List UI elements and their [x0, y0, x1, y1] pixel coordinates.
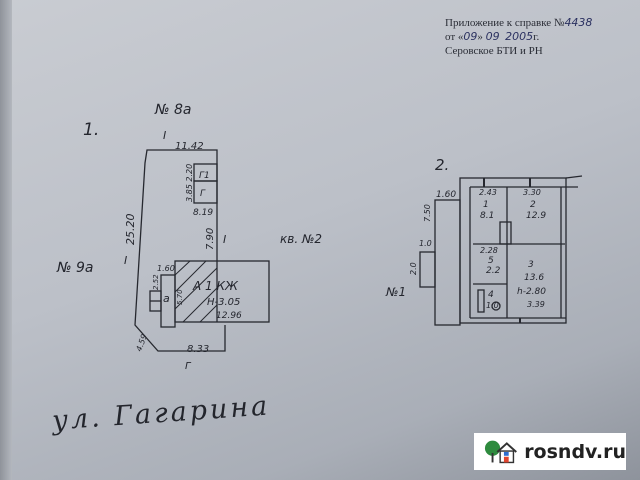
top-length: 11.42	[175, 141, 204, 152]
shed1-label: Г1	[199, 171, 210, 181]
apartment-label: кв. №2	[280, 232, 322, 246]
toilet	[491, 301, 501, 311]
right-mark: I	[223, 233, 226, 246]
header-line-2: от «09» 09 2005г.	[445, 30, 592, 44]
shed-dims: 3.85 2.20	[185, 164, 194, 202]
annex-top: 1.60	[157, 264, 175, 273]
fence-right	[565, 175, 583, 179]
bottom-mark: Г	[185, 361, 192, 372]
left-mark: I	[124, 254, 127, 267]
plan2-number: 2.	[435, 156, 449, 174]
annex-label: а	[163, 292, 170, 305]
date-prefix: от «	[445, 31, 464, 43]
site-plan	[134, 149, 270, 352]
house-tree-icon	[484, 440, 517, 463]
room3-area: 13.6	[524, 273, 544, 283]
room1-width: 2.43	[479, 188, 497, 197]
house-label: А 1 КЖ	[192, 279, 239, 293]
annex-side: 2.52	[152, 274, 160, 290]
date-suffix: г.	[533, 31, 540, 43]
watermark-text: rosndv.ru	[524, 440, 626, 463]
date-year: 2005	[505, 30, 534, 43]
site-plan-labels: 1. № 8а № 9а кв. №2 I 11.42 25.20 I Г1 Г…	[56, 102, 322, 372]
north-neighbor: № 8а	[154, 102, 192, 118]
room1-number: 1	[483, 200, 489, 210]
room1-area: 8.1	[480, 211, 494, 221]
room5-area: 2.2	[486, 266, 501, 276]
date-sep: »	[477, 31, 483, 43]
porch-width: 1.60	[436, 190, 456, 200]
step-length: 1.0	[419, 239, 432, 248]
room2-width: 3.30	[523, 188, 541, 197]
house-length: 12.96	[216, 311, 242, 321]
page-edge	[0, 0, 12, 480]
porch-outline	[434, 199, 461, 326]
west-neighbor: № 9а	[56, 260, 94, 276]
house-side: 5.70	[176, 289, 184, 305]
issuer: Серовское БТИ и РН	[445, 45, 543, 57]
plan1-number: 1.	[83, 120, 99, 140]
lot-boundary	[134, 149, 226, 352]
stove	[499, 221, 512, 245]
watermark-logo[interactable]: rosndv.ru	[474, 433, 626, 470]
shed2-label: Г	[200, 189, 206, 199]
porch-length: 7.50	[423, 204, 432, 222]
header-text: Приложение к справке №	[445, 17, 565, 29]
right-length: 7.90	[205, 228, 216, 250]
reference-number: 4438	[564, 16, 593, 29]
room5-width: 2.28	[480, 246, 498, 255]
house-height: Н-3.05	[207, 297, 240, 308]
shed-width: 8.19	[193, 208, 213, 218]
room3-width: 3.39	[527, 300, 545, 309]
step-side: 2.0	[409, 262, 418, 275]
room5-number: 5	[488, 256, 494, 266]
room2-number: 2	[530, 200, 536, 210]
bottom-length: 8.33	[187, 344, 209, 355]
bathtub	[477, 289, 485, 313]
floor-plan-labels: 2. 1.60 7.50 1.0 2.0 №1 2.43 1 8.1 3.30 …	[385, 156, 546, 310]
house-hatching	[174, 260, 218, 323]
room3-number: 3	[528, 260, 534, 270]
step-outline	[419, 251, 436, 288]
header-line-1: Приложение к справке №4438	[445, 16, 592, 30]
left-length: 25.20	[124, 214, 137, 246]
ceiling-height: h-2.80	[517, 287, 546, 297]
room4-number: 4	[488, 290, 494, 300]
room4-area: 1.0	[486, 301, 499, 310]
date-day: 09	[463, 30, 478, 43]
diagonal-length: 4.59	[134, 333, 149, 353]
apartment-outline	[459, 177, 567, 324]
neighbor-label: №1	[385, 285, 406, 299]
top-mark: I	[163, 129, 166, 142]
shed-g	[193, 180, 218, 204]
date-month: 09	[485, 30, 500, 43]
floor-plan	[419, 175, 583, 326]
document-header: Приложение к справке №4438 от «09» 09 20…	[445, 16, 592, 58]
room2-area: 12.9	[526, 211, 546, 221]
